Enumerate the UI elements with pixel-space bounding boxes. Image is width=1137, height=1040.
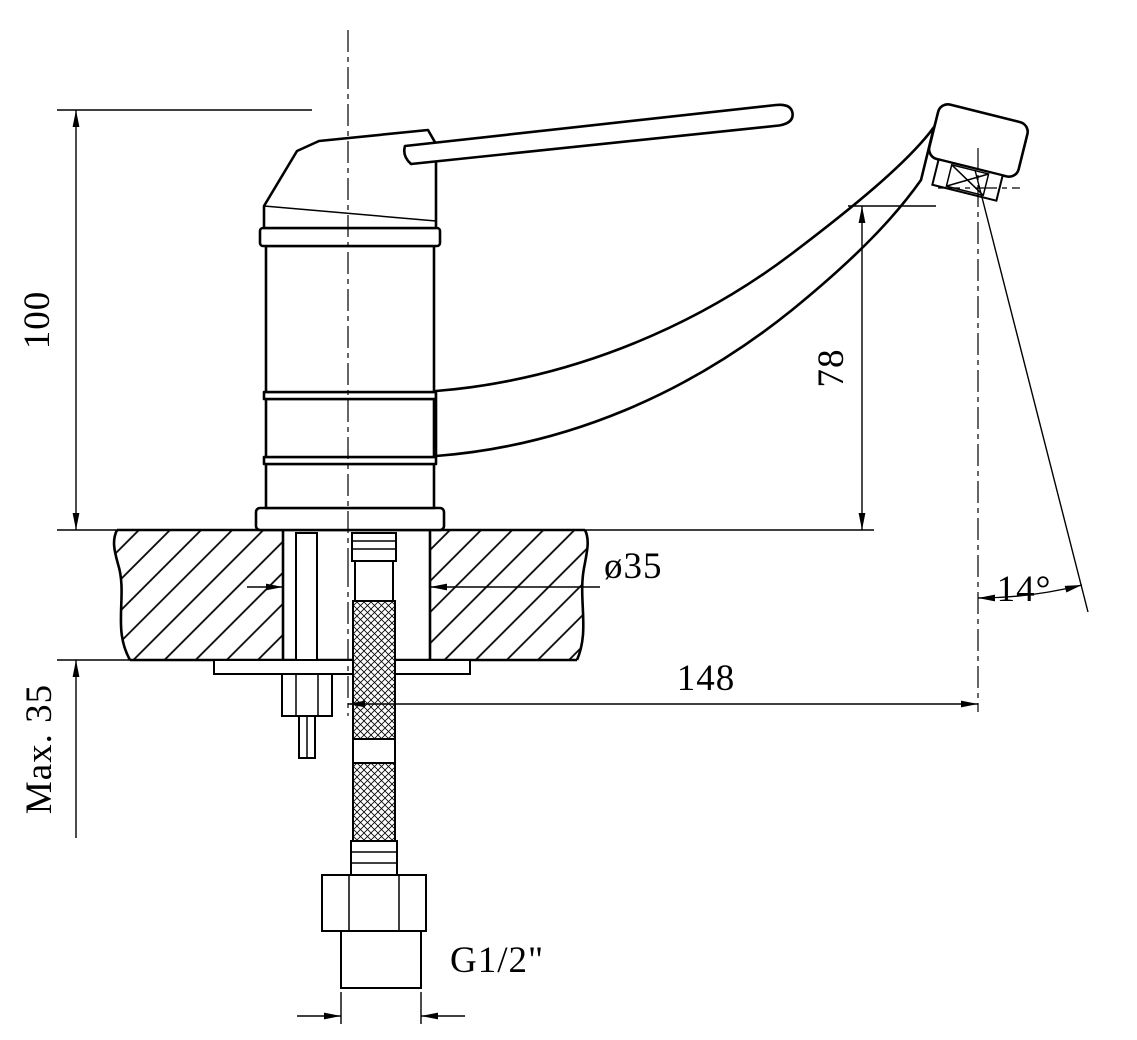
faucet-spout [434,103,1029,458]
hose-bottom-collar [350,840,398,876]
mounting-stud [295,532,318,675]
faucet-body [254,226,446,532]
label-spout-height-78: 78 [811,349,852,388]
countertop-section [112,528,589,662]
handle-lever [402,103,794,166]
faucet-handle [262,103,794,230]
label-max-thickness: Max. 35 [19,684,60,814]
supply-hose-braid-lower [352,762,396,842]
body-base-flange [254,506,446,532]
body-collar [258,226,442,248]
outlet-angle-arc [977,584,1083,602]
body-lower-section [264,397,436,459]
mounting-nut [281,673,333,717]
dimension-labels: 100 Max. 35 78 ø35 148 14° G1/2" [17,291,1052,981]
handle-cap-edge [263,205,437,222]
counter-break-edge-right [575,529,589,661]
hose-hex-nut [321,874,427,932]
counter-break-edge-left [112,529,132,661]
label-hole-diameter: ø35 [604,546,663,587]
dimension-lines [57,109,1089,1024]
label-spout-reach-148: 148 [677,658,736,699]
spout-arm [434,125,936,458]
supply-hose-braid-upper [352,600,396,740]
hose-top-fitting [351,532,397,562]
mounting-washer-plate [213,659,471,675]
body-base [264,462,436,510]
connection-pipe [340,930,422,989]
aerator-mesh-diag-2 [946,173,989,187]
spout-head [927,103,1029,202]
counter-hatch-right [430,530,588,660]
label-thread-size: G1/2" [450,940,544,981]
aerator-mesh-box [945,163,990,197]
counter-hatch-left [114,530,283,660]
label-height-100: 100 [17,291,58,350]
handle-cap [262,128,438,230]
hose-upper-tube [354,560,394,602]
outlet-angle-ray [974,169,1089,613]
under-counter-assembly [213,532,471,989]
label-outlet-angle-14: 14° [997,569,1052,610]
hose-sleeve [352,738,396,764]
body-upper-section [264,244,436,394]
